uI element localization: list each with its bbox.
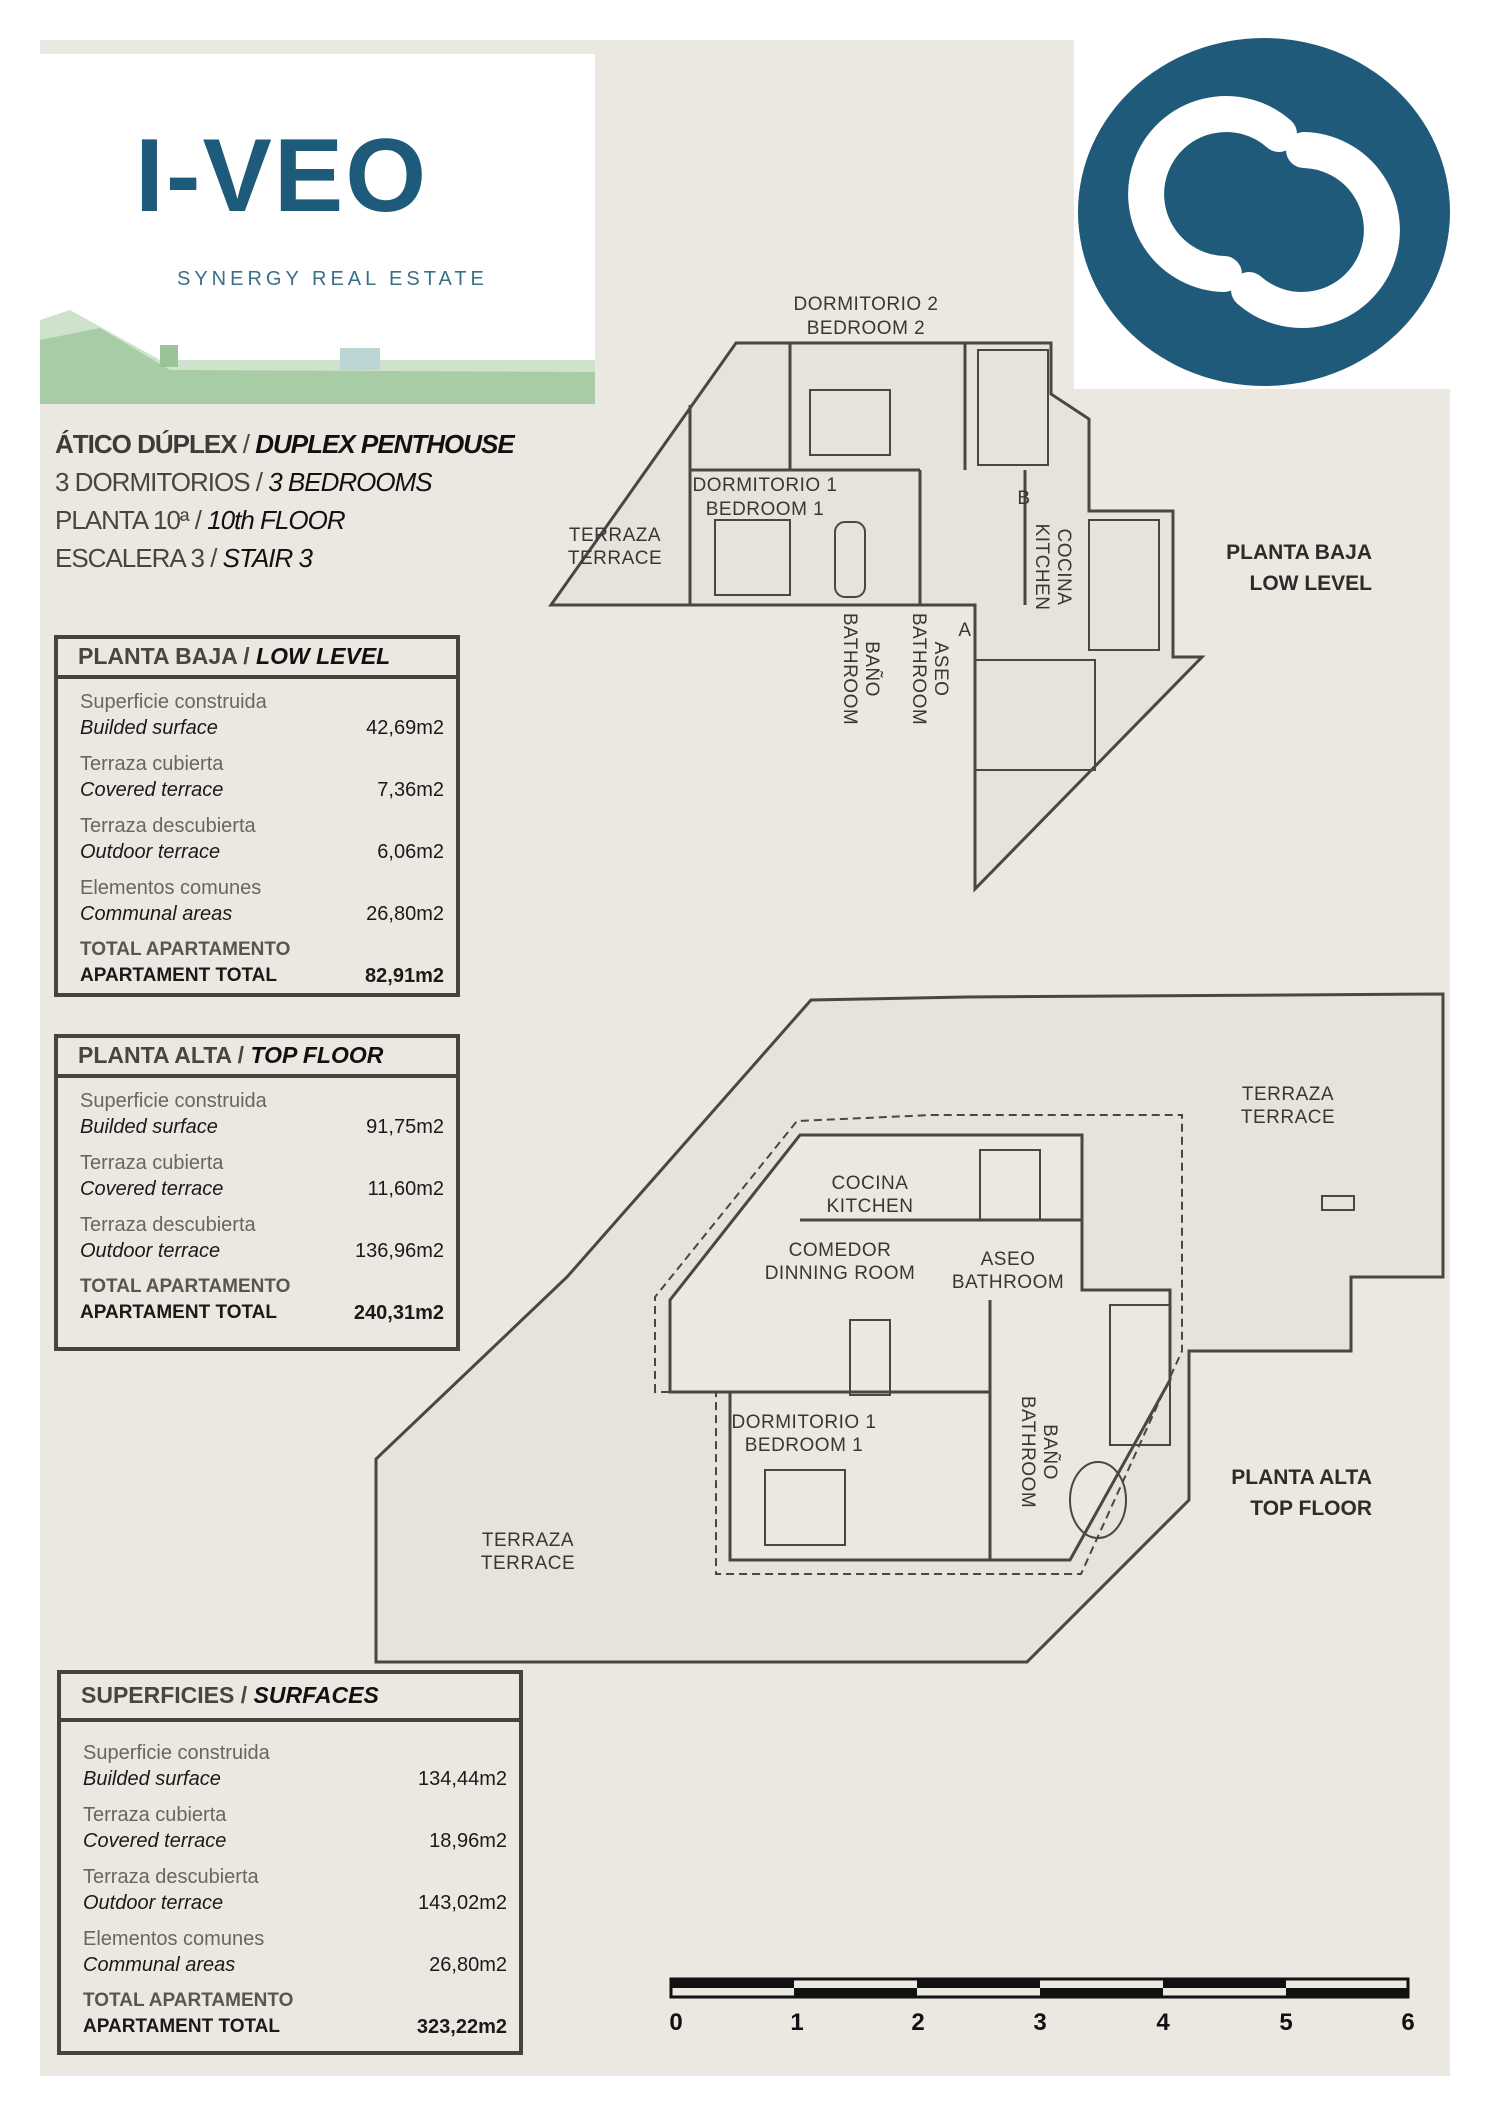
svg-text:BEDROOM 1: BEDROOM 1	[706, 499, 825, 520]
svg-text:A: A	[958, 620, 971, 641]
area-value: 42,69m2	[366, 717, 444, 739]
total-value: 240,31m2	[353, 1302, 444, 1324]
svg-text:BATHROOM: BATHROOM	[1017, 1396, 1038, 1508]
table-title: PLANTA BAJA / LOW LEVEL	[58, 639, 456, 679]
brand-emblem	[1074, 34, 1454, 389]
area-value: 134,44m2	[418, 1768, 507, 1790]
svg-text:B: B	[1017, 488, 1030, 509]
svg-text:TERRACE: TERRACE	[481, 1553, 575, 1574]
landscape-illustration	[40, 310, 595, 404]
scale-tick: 1	[790, 2009, 803, 2036]
svg-text:PLANTA ALTA: PLANTA ALTA	[1231, 1466, 1372, 1489]
property-summary: ÁTICO DÚPLEX / DUPLEX PENTHOUSE 3 DORMIT…	[55, 429, 515, 573]
svg-text:TERRACE: TERRACE	[1241, 1107, 1335, 1128]
area-value: 143,02m2	[418, 1892, 507, 1914]
svg-text:BEDROOM 1: BEDROOM 1	[745, 1435, 864, 1456]
total-value: 82,91m2	[365, 965, 444, 987]
svg-text:DORMITORIO 1: DORMITORIO 1	[732, 1412, 877, 1433]
svg-text:DORMITORIO 1: DORMITORIO 1	[693, 475, 838, 496]
svg-text:ASEO: ASEO	[930, 642, 951, 697]
low-level-table: PLANTA BAJA / LOW LEVEL Superficie const…	[54, 635, 460, 997]
svg-text:TERRAZA: TERRAZA	[482, 1530, 574, 1551]
svg-text:KITCHEN: KITCHEN	[1031, 524, 1052, 611]
bed-icon	[714, 519, 791, 596]
svg-text:KITCHEN: KITCHEN	[827, 1196, 914, 1217]
svg-text:PLANTA BAJA: PLANTA BAJA	[1226, 541, 1372, 564]
top-floor-table: PLANTA ALTA / TOP FLOOR Superficie const…	[54, 1034, 460, 1351]
svg-text:TERRAZA: TERRAZA	[1242, 1084, 1334, 1105]
svg-text:BAÑO: BAÑO	[1039, 1424, 1061, 1480]
dining-table-icon	[849, 1319, 891, 1396]
svg-text:BATHROOM: BATHROOM	[908, 613, 929, 725]
svg-text:BAÑO: BAÑO	[861, 641, 883, 697]
svg-text:TERRAZA: TERRAZA	[569, 525, 661, 546]
area-value: 18,96m2	[429, 1830, 507, 1852]
scale-tick: 4	[1156, 2009, 1170, 2036]
scale-tick: 3	[1033, 2009, 1046, 2036]
bed-icon	[809, 389, 891, 456]
svg-text:COCINA: COCINA	[1053, 529, 1074, 606]
svg-text:BATHROOM: BATHROOM	[952, 1272, 1064, 1293]
table-title: PLANTA ALTA / TOP FLOOR	[58, 1038, 456, 1078]
area-value: 7,36m2	[377, 779, 444, 801]
scale-tick: 2	[911, 2009, 924, 2036]
bathtub-icon	[834, 521, 866, 598]
low-level-plan	[548, 341, 1206, 893]
brand-logo-wordmark: I-VEO	[135, 118, 429, 234]
brand-tagline: SYNERGY REAL ESTATE	[177, 268, 488, 290]
svg-text:DORMITORIO 2: DORMITORIO 2	[794, 294, 939, 315]
table-title: SUPERFICIES / SURFACES	[61, 1674, 519, 1722]
scale-tick: 0	[669, 2009, 682, 2036]
svg-text:TOP FLOOR: TOP FLOOR	[1250, 1497, 1372, 1520]
top-floor-plan	[374, 992, 1445, 1664]
svg-text:LOW LEVEL: LOW LEVEL	[1250, 572, 1373, 595]
bed-icon	[764, 1469, 846, 1546]
area-value: 11,60m2	[367, 1178, 444, 1200]
area-value: 26,80m2	[429, 1954, 507, 1976]
scale-bar: 0 1 2 3 4 5 6	[669, 1977, 1415, 2036]
svg-text:ASEO: ASEO	[981, 1249, 1036, 1270]
svg-text:BATHROOM: BATHROOM	[839, 613, 860, 725]
svg-text:COMEDOR: COMEDOR	[789, 1240, 892, 1261]
area-value: 6,06m2	[377, 841, 444, 863]
scale-tick: 6	[1401, 2009, 1414, 2036]
area-value: 26,80m2	[366, 903, 444, 925]
svg-text:BEDROOM 2: BEDROOM 2	[807, 318, 926, 339]
total-value: 323,22m2	[416, 2016, 507, 2038]
bathtub-icon	[1069, 1461, 1127, 1539]
area-value: 91,75m2	[366, 1116, 444, 1138]
scale-tick: 5	[1279, 2009, 1292, 2036]
surfaces-table: SUPERFICIES / SURFACES Superficie constr…	[57, 1670, 523, 2055]
svg-text:COCINA: COCINA	[832, 1173, 909, 1194]
area-value: 136,96m2	[355, 1240, 444, 1262]
svg-text:TERRACE: TERRACE	[568, 548, 662, 569]
svg-text:DINNING ROOM: DINNING ROOM	[765, 1263, 916, 1284]
